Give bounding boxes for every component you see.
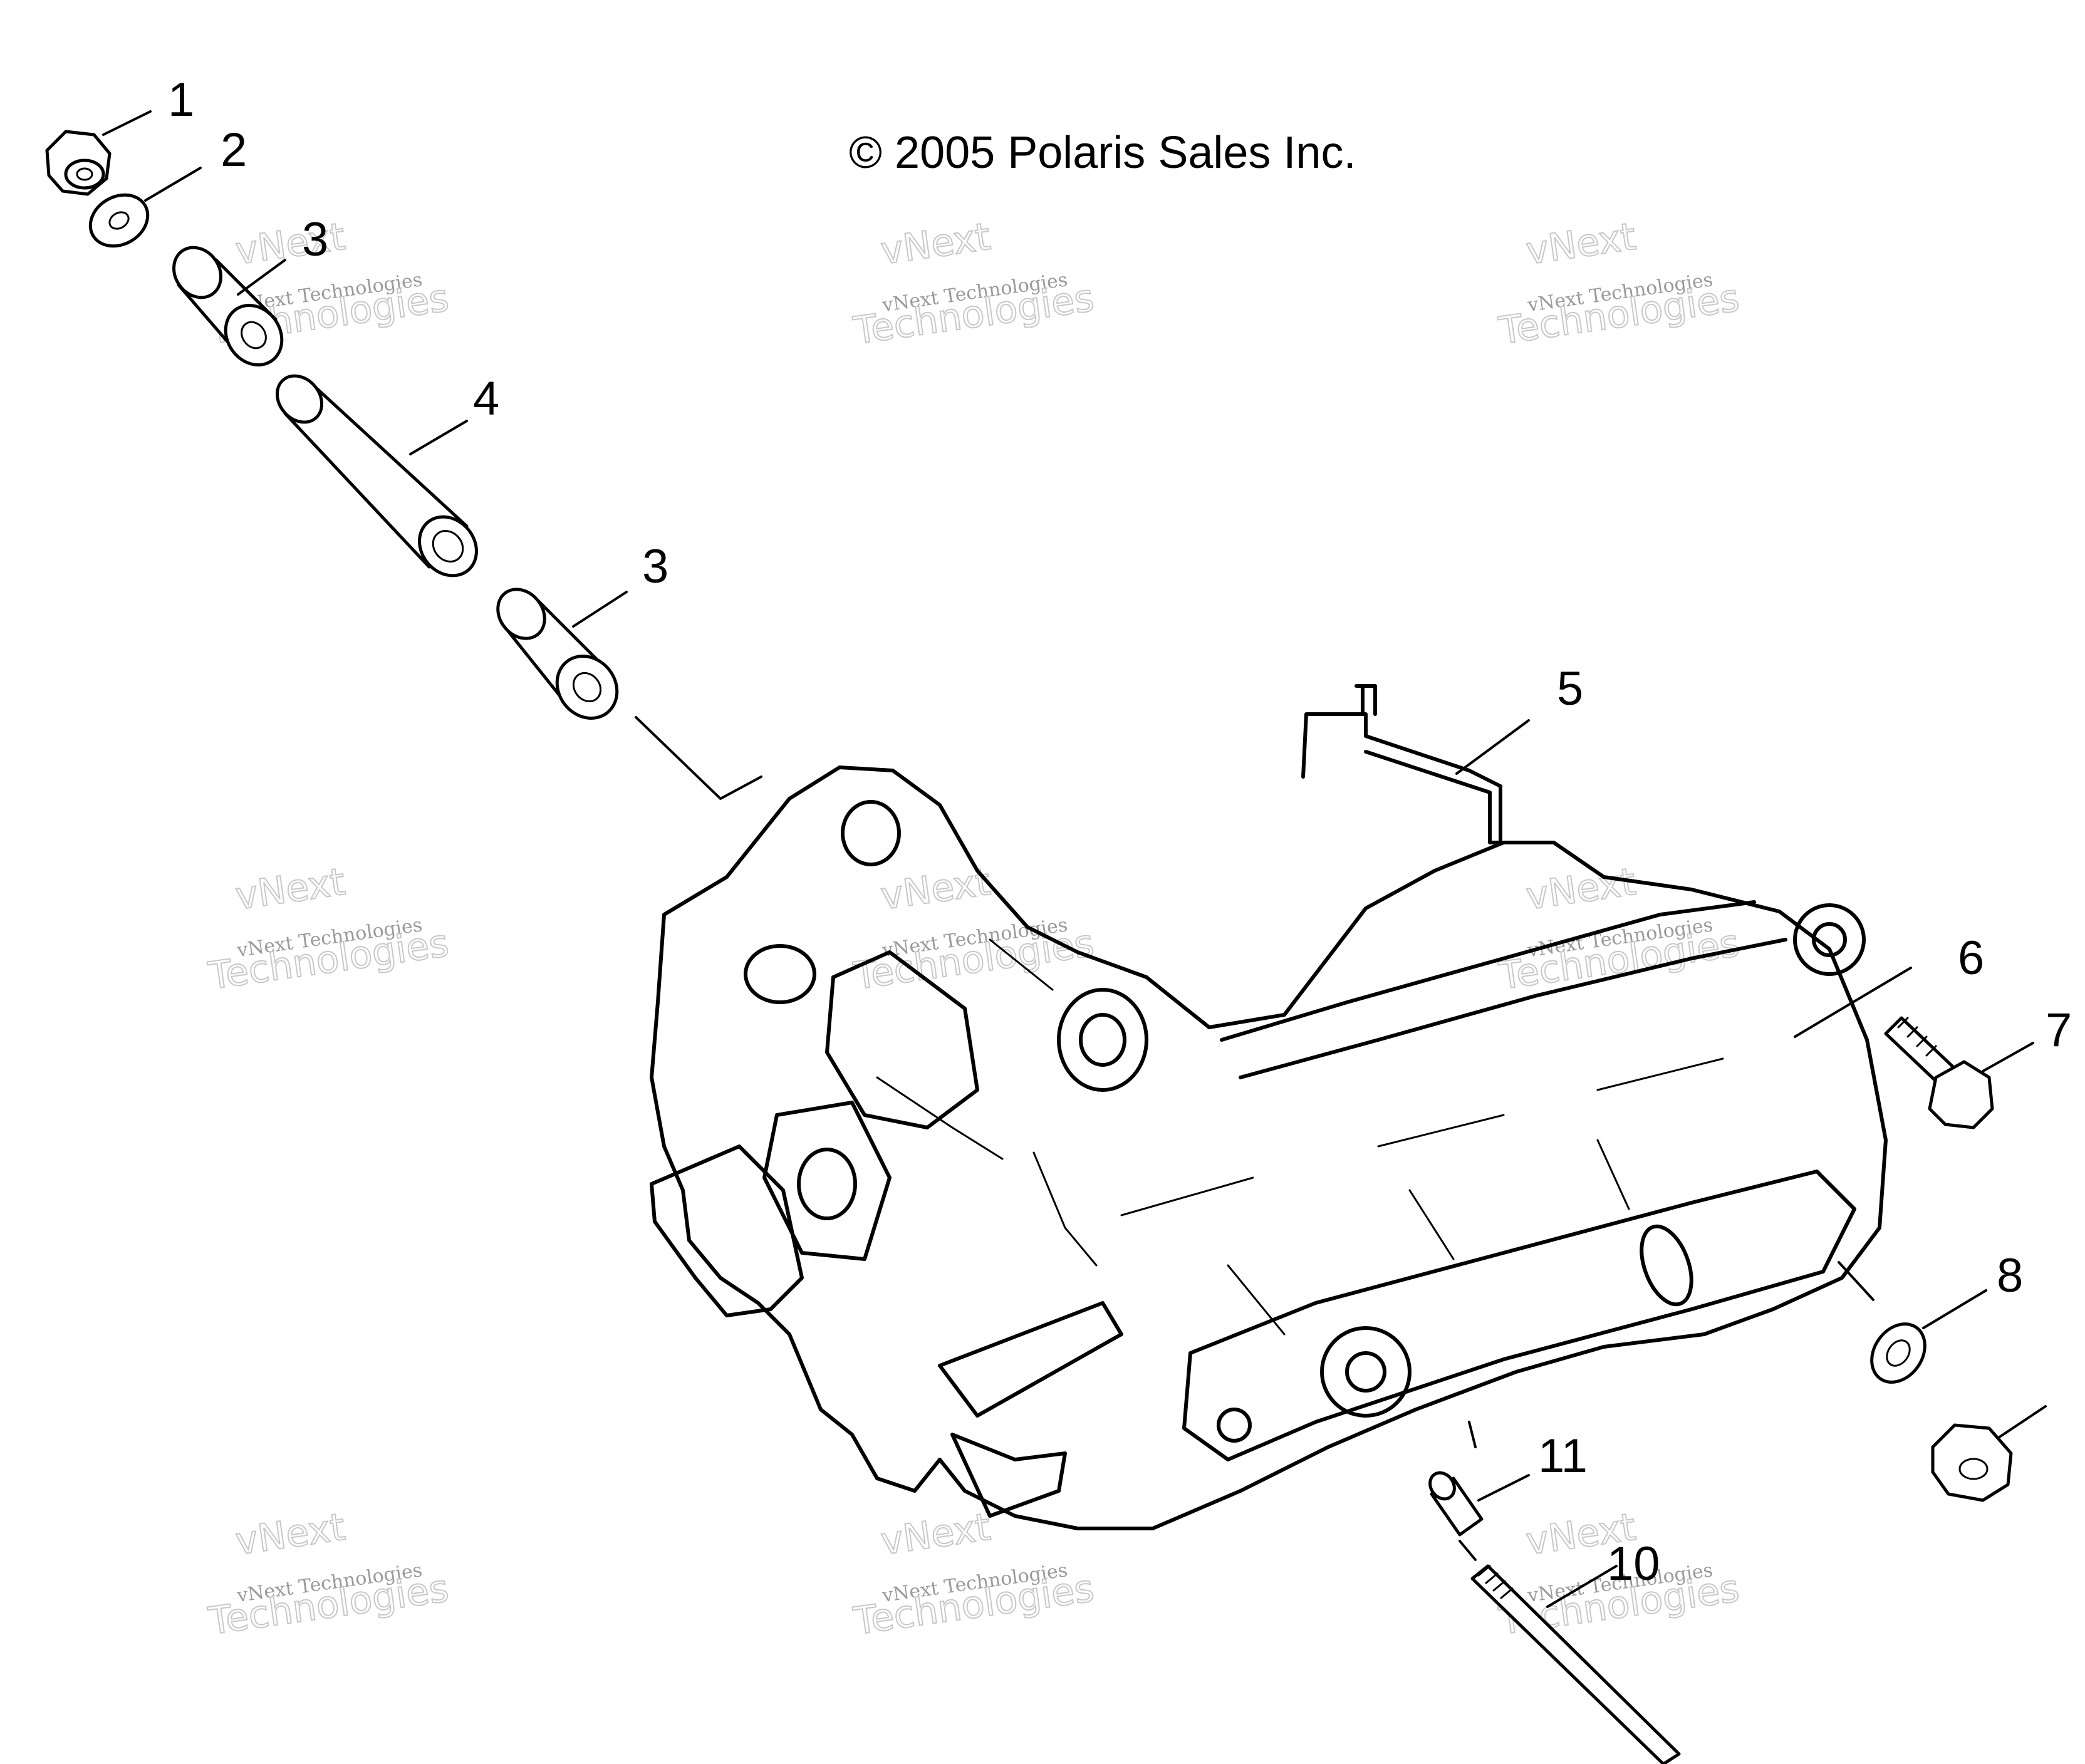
svg-text:vNext: vNext (878, 215, 993, 274)
callout-3-bottom: 3 (642, 540, 668, 593)
copyright-text: © 2005 Polaris Sales Inc. (849, 128, 1356, 178)
part-nut-bottom-right (1931, 1405, 2047, 1502)
svg-text:vNext: vNext (233, 860, 348, 919)
watermark: vNext vNext Technologies Technologies (1495, 214, 1742, 354)
svg-text:vNext: vNext (1524, 215, 1638, 274)
svg-text:vNext: vNext (1524, 860, 1638, 919)
callout-6: 6 (1958, 931, 1984, 985)
leader-6 (1794, 967, 1912, 1038)
callout-5: 5 (1557, 662, 1583, 715)
callout-2: 2 (221, 123, 247, 177)
part-4-sleeve (275, 374, 478, 578)
part-3-bushing-bottom (496, 588, 628, 720)
watermark: vNext vNext Technologies Technologies (205, 1505, 452, 1644)
svg-text:vNext: vNext (878, 1505, 993, 1564)
watermark: vNext vNext Technologies Technologies (205, 859, 452, 999)
watermark: vNext vNext Technologies Technologies (850, 859, 1097, 999)
part-10-stud (1458, 1540, 1681, 1764)
part-2-washer (88, 167, 202, 248)
callout-1: 1 (168, 73, 194, 127)
leader-engine-to-8 (1838, 1261, 1874, 1301)
part-8-washer (1870, 1289, 1987, 1384)
callout-4: 4 (473, 372, 499, 425)
svg-text:vNext: vNext (233, 1505, 348, 1564)
part-7-bolt (1884, 1016, 2034, 1129)
part-1-nut (45, 110, 152, 196)
callout-3-top: 3 (302, 213, 328, 266)
watermark-vnext: vNext (233, 215, 348, 274)
part-3-bushing-top (172, 246, 286, 367)
callout-11: 11 (1538, 1429, 1588, 1483)
watermark: vNext vNext Technologies Technologies (850, 1505, 1097, 1644)
leader-bushing-to-engine (635, 716, 762, 800)
watermark-group: vNext vNext Technologies Technologies vN… (205, 214, 1742, 1644)
callout-8: 8 (1997, 1249, 2023, 1302)
callout-10: 10 (1607, 1537, 1660, 1590)
callout-7: 7 (2046, 1004, 2072, 1057)
engine-assembly (650, 765, 1888, 1530)
watermark: vNext vNext Technologies Technologies (850, 214, 1097, 354)
part-5-bracket (1301, 684, 1530, 844)
part-11-dowel-pin (1428, 1421, 1530, 1537)
